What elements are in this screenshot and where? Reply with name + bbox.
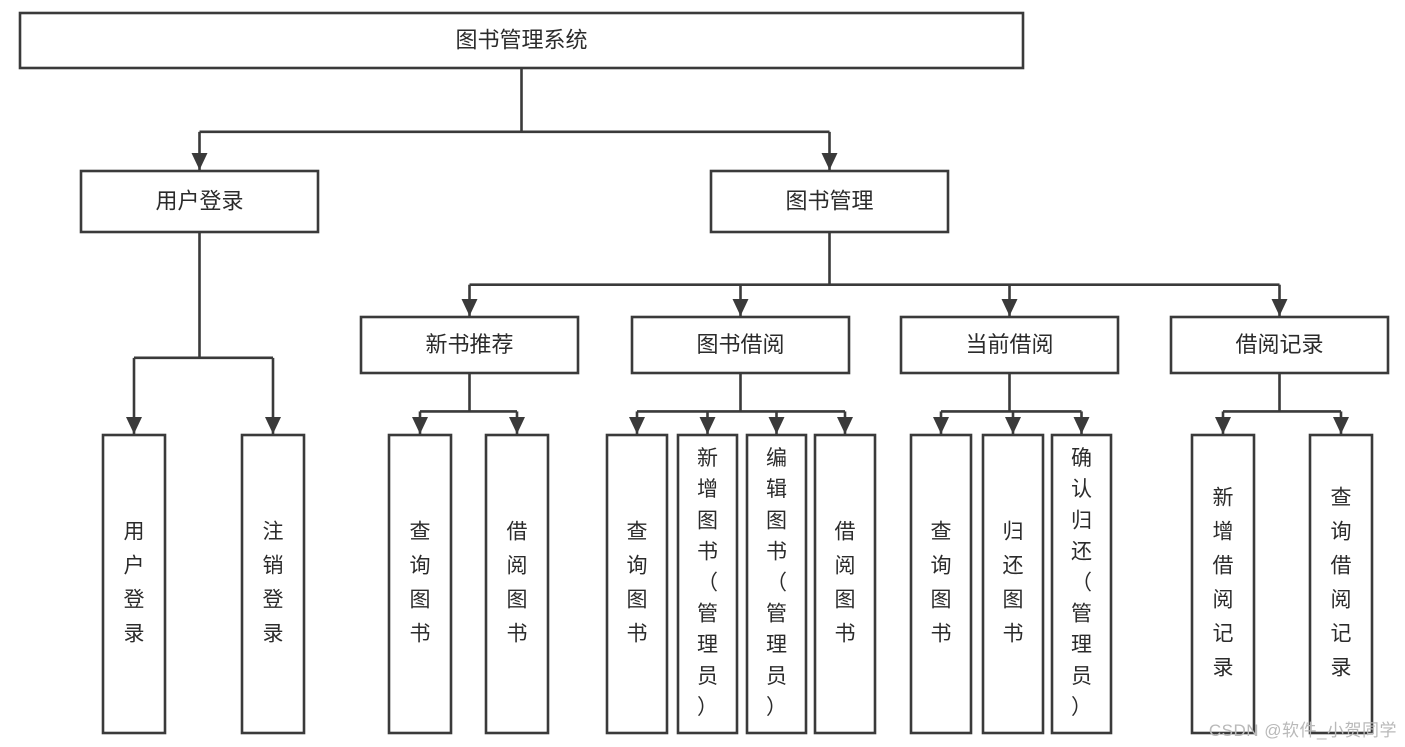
node-box-leaf-add-book [676,433,739,735]
node-box-book-manage [709,169,950,234]
node-label-new-book-rec: 新书推荐 [425,332,513,357]
arrow-head-icon [1073,417,1090,434]
node-leaf-borrow-book-rec[interactable]: 借阅图书 [484,433,550,735]
node-new-book-rec[interactable]: 新书推荐 [359,315,580,375]
arrow-head-icon [1215,417,1231,434]
connector-group-book-manage [461,232,1288,316]
node-label-leaf-return-book: 归还图书 [1003,521,1024,646]
node-label-root: 图书管理系统 [455,27,587,52]
node-label-leaf-confirm-return: 确认归还（管理员） [1071,447,1092,719]
node-leaf-confirm-return[interactable]: 确认归还（管理员） [1050,433,1113,735]
arrow-head-icon [1271,299,1288,316]
node-user-login[interactable]: 用户登录 [79,169,320,234]
node-leaf-add-record[interactable]: 新增借阅记录 [1190,433,1256,735]
node-leaf-query-book-rec[interactable]: 查询图书 [387,433,453,735]
node-box-leaf-query-book-brw [605,433,669,735]
node-root[interactable]: 图书管理系统 [18,11,1025,70]
node-borrow-record[interactable]: 借阅记录 [1169,315,1390,375]
connector-layer [126,68,1349,434]
arrow-head-icon [191,153,208,170]
node-label-leaf-add-book: 新增图书（管理员） [697,447,718,719]
watermark-label: CSDN @软件_小贺同学 [1208,721,1397,740]
node-box-leaf-add-record [1190,433,1256,735]
connector-group-root [191,68,838,170]
node-label-leaf-borrow-book-rec: 借阅图书 [507,521,528,646]
node-leaf-user-login[interactable]: 用户登录 [101,433,167,735]
node-box-root [18,11,1025,70]
node-label-book-borrow: 图书借阅 [696,332,784,357]
arrow-head-icon [126,417,142,434]
arrow-head-icon [837,417,853,434]
node-leaf-query-record[interactable]: 查询借阅记录 [1308,433,1374,735]
arrow-head-icon [1333,417,1349,434]
arrow-head-icon [821,153,838,170]
node-box-book-borrow [630,315,851,375]
node-box-leaf-confirm-return [1050,433,1113,735]
node-leaf-user-logout[interactable]: 注销登录 [240,433,306,735]
node-box-current-borrow [899,315,1120,375]
node-label-leaf-user-logout: 注销登录 [263,521,284,646]
node-box-user-login [79,169,320,234]
node-leaf-add-book[interactable]: 新增图书（管理员） [676,433,739,735]
node-label-leaf-edit-book: 编辑图书（管理员） [766,447,787,719]
node-label-leaf-borrow-book-brw: 借阅图书 [835,521,856,646]
node-box-leaf-user-login [101,433,167,735]
node-label-borrow-record: 借阅记录 [1235,332,1323,357]
connector-group-borrow-record [1215,373,1349,434]
arrow-head-icon [699,417,716,434]
arrow-head-icon [1001,299,1018,316]
node-box-leaf-query-record [1308,433,1374,735]
node-label-current-borrow: 当前借阅 [965,332,1053,357]
node-box-leaf-user-logout [240,433,306,735]
arrow-head-icon [768,417,785,434]
node-box-leaf-query-book-cur [909,433,973,735]
connector-group-current-borrow [933,373,1090,434]
arrow-head-icon [461,299,478,316]
node-label-leaf-query-book-rec: 查询图书 [410,521,431,646]
node-label-leaf-add-record: 新增借阅记录 [1213,487,1234,680]
node-label-book-manage: 图书管理 [785,188,873,213]
node-box-leaf-edit-book [745,433,808,735]
node-label-leaf-query-book-cur: 查询图书 [931,521,952,646]
node-current-borrow[interactable]: 当前借阅 [899,315,1120,375]
node-book-manage[interactable]: 图书管理 [709,169,950,234]
node-label-leaf-query-record: 查询借阅记录 [1331,487,1352,680]
node-label-leaf-query-book-brw: 查询图书 [627,521,648,646]
arrow-head-icon [509,417,525,434]
connector-group-book-borrow [629,373,853,434]
node-leaf-borrow-book-brw[interactable]: 借阅图书 [813,433,877,735]
node-box-leaf-borrow-book-rec [484,433,550,735]
node-layer: 图书管理系统用户登录图书管理新书推荐图书借阅当前借阅借阅记录用户登录注销登录查询… [18,11,1390,735]
node-box-leaf-query-book-rec [387,433,453,735]
node-leaf-query-book-cur[interactable]: 查询图书 [909,433,973,735]
node-leaf-return-book[interactable]: 归还图书 [981,433,1045,735]
node-book-borrow[interactable]: 图书借阅 [630,315,851,375]
node-box-borrow-record [1169,315,1390,375]
node-box-leaf-return-book [981,433,1045,735]
arrow-head-icon [629,417,645,434]
node-label-leaf-user-login: 用户登录 [124,521,145,646]
arrow-head-icon [732,299,749,316]
node-box-new-book-rec [359,315,580,375]
connector-group-new-book-rec [412,373,525,434]
arrow-head-icon [265,417,281,434]
arrow-head-icon [1005,417,1021,434]
node-box-leaf-borrow-book-brw [813,433,877,735]
arrow-head-icon [412,417,428,434]
arrow-head-icon [933,417,949,434]
node-label-user-login: 用户登录 [155,188,243,213]
connector-group-user-login [126,232,281,434]
node-leaf-query-book-brw[interactable]: 查询图书 [605,433,669,735]
node-leaf-edit-book[interactable]: 编辑图书（管理员） [745,433,808,735]
